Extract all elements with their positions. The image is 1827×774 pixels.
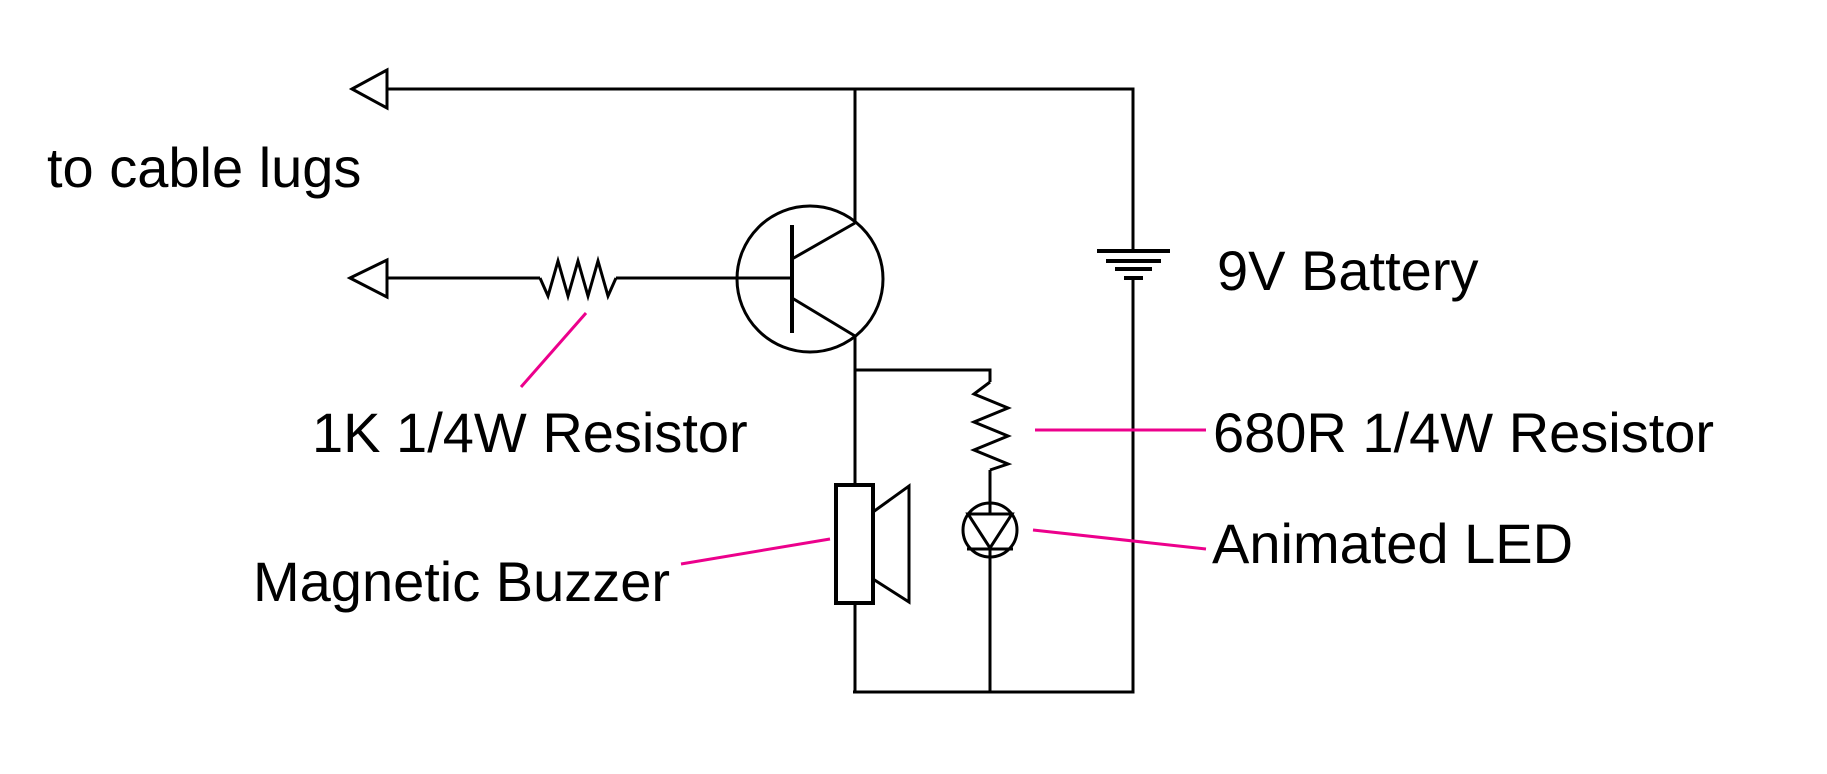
resistor-680r-symbol (970, 380, 1013, 472)
label-battery: 9V Battery (1217, 239, 1479, 302)
label-animated-led: Animated LED (1212, 512, 1574, 575)
transistor-collector-lead (791, 221, 856, 261)
label-resistor-680r: 680R 1/4W Resistor (1213, 401, 1715, 464)
led-body (961, 501, 1019, 559)
transistor-symbol (735, 204, 885, 354)
led-symbol (961, 501, 1019, 559)
battery-symbol (1097, 249, 1170, 280)
leader-animated-led (1032, 528, 1207, 551)
wiring (387, 87, 1135, 694)
cable-lug-arrow-bottom (346, 257, 389, 300)
buzzer-horn (871, 483, 911, 605)
cable-lug-arrow-top (348, 67, 389, 111)
leader-lines (519, 312, 1207, 566)
battery-negative-wire (853, 278, 1135, 694)
buzzer-body (834, 483, 875, 605)
transistor-body (735, 204, 885, 354)
leader-resistor-1k (519, 312, 588, 388)
label-magnetic-buzzer: Magnetic Buzzer (253, 550, 671, 613)
led-anode-triangle (965, 512, 1015, 551)
transistor-emitter-lead (791, 296, 856, 338)
label-cable-lugs: to cable lugs (47, 136, 362, 199)
positive-rail-wire (387, 87, 1135, 250)
leader-magnetic-buzzer (680, 537, 831, 566)
resistor-1k-symbol (538, 255, 618, 302)
led-branch-wire (855, 368, 992, 382)
label-resistor-1k: 1K 1/4W Resistor (312, 401, 748, 464)
buzzer-symbol (834, 483, 911, 605)
